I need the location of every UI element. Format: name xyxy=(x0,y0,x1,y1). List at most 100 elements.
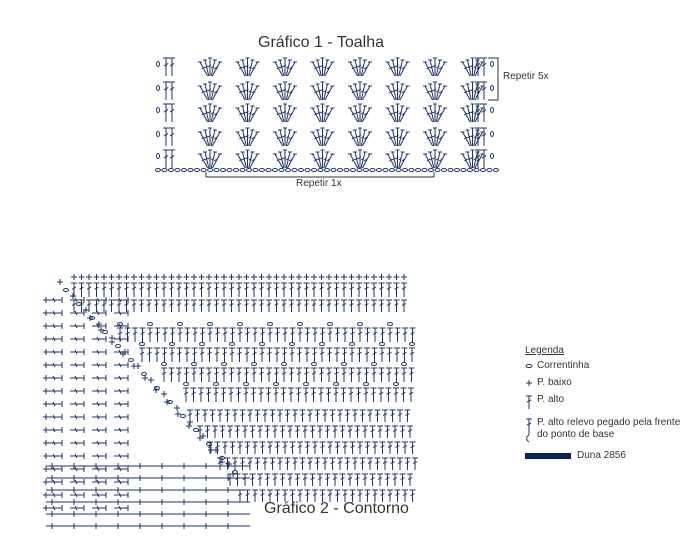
shell-stitch-symbol xyxy=(465,105,472,123)
double-crochet-symbol xyxy=(394,441,401,454)
shell-stitch-symbol xyxy=(348,85,359,101)
double-crochet-symbol xyxy=(168,282,175,297)
double-crochet-symbol xyxy=(364,347,370,362)
double-crochet-symbol xyxy=(264,473,271,486)
shell-stitch-symbol xyxy=(357,149,362,168)
chain-icon xyxy=(525,360,537,373)
shell-stitch-symbol xyxy=(353,129,360,147)
chain-symbol xyxy=(350,168,357,172)
double-crochet-symbol xyxy=(341,367,347,382)
legend-label-double-crochet: P. alto xyxy=(537,394,565,405)
double-crochet-symbol xyxy=(367,409,373,422)
horizontal-stitch-symbol xyxy=(48,336,63,342)
double-crochet-symbol xyxy=(217,409,223,422)
shell-stitch-symbol xyxy=(435,83,442,101)
double-crochet-symbol xyxy=(206,282,212,297)
double-crochet-symbol xyxy=(273,387,279,402)
single-crochet-symbol xyxy=(43,492,49,498)
double-crochet-symbol xyxy=(198,282,205,297)
double-crochet-symbol xyxy=(325,387,332,402)
double-crochet-symbol xyxy=(341,299,347,312)
double-crochet-symbol xyxy=(258,299,265,312)
shell-stitch-symbol xyxy=(245,127,250,146)
double-crochet-symbol xyxy=(401,282,407,297)
shell-stitch-symbol xyxy=(203,83,210,101)
horizontal-stitch-symbol xyxy=(70,479,85,485)
chain-symbol xyxy=(156,131,160,138)
horizontal-stitch-symbol xyxy=(92,336,107,342)
double-crochet-symbol xyxy=(309,425,316,438)
chain-symbol xyxy=(382,168,389,172)
chain-symbol xyxy=(281,362,288,366)
double-crochet-symbol xyxy=(326,347,333,362)
horizontal-stitch-symbol xyxy=(92,427,107,433)
horizontal-stitch-symbol xyxy=(48,492,63,498)
horizontal-stitch-symbol xyxy=(70,375,85,381)
double-crochet-symbol xyxy=(273,282,280,297)
chain-symbol xyxy=(89,316,96,320)
double-crochet-symbol xyxy=(288,282,295,297)
double-crochet-symbol xyxy=(393,299,400,312)
chain-symbol xyxy=(480,168,487,172)
double-crochet-symbol xyxy=(481,57,487,76)
double-crochet-symbol xyxy=(292,457,298,470)
double-crochet-symbol xyxy=(304,327,311,342)
chain-symbol xyxy=(207,322,214,326)
double-crochet-symbol xyxy=(257,425,263,438)
double-crochet-symbol xyxy=(206,367,212,382)
single-crochet-symbol xyxy=(83,307,89,313)
double-crochet-symbol xyxy=(169,57,175,76)
chain-symbol xyxy=(408,168,415,172)
shell-stitch-symbol xyxy=(203,59,210,77)
double-crochet-symbol xyxy=(169,81,175,100)
double-crochet-symbol xyxy=(384,425,391,438)
double-crochet-symbol xyxy=(312,327,318,342)
shell-stitch-symbol xyxy=(423,61,434,77)
single-crochet-symbol xyxy=(123,274,130,280)
double-crochet-symbol xyxy=(317,425,323,438)
double-crochet-symbol xyxy=(244,347,250,362)
double-crochet-symbol xyxy=(372,327,378,342)
double-crochet-symbol xyxy=(386,367,392,382)
double-crochet-symbol xyxy=(274,327,281,342)
shell-stitch-symbol xyxy=(423,131,434,147)
shell-stitch-symbol xyxy=(245,149,250,168)
double-crochet-symbol xyxy=(393,282,400,297)
double-crochet-symbol xyxy=(183,282,190,297)
shell-stitch-symbol xyxy=(273,153,284,169)
double-crochet-symbol xyxy=(236,282,242,297)
double-crochet-symbol xyxy=(394,347,400,362)
chain-symbol xyxy=(343,168,350,172)
shell-stitch-symbol xyxy=(465,151,472,169)
horizontal-stitch-symbol xyxy=(114,388,129,394)
double-crochet-symbol xyxy=(401,367,407,382)
double-crochet-symbol xyxy=(382,457,388,470)
single-crochet-symbol xyxy=(378,274,385,280)
shell-stitch-symbol xyxy=(207,149,212,168)
horizontal-stitch-symbol xyxy=(92,414,107,420)
chain-symbol xyxy=(401,362,408,366)
double-crochet-symbol xyxy=(481,103,487,122)
double-crochet-symbol xyxy=(78,282,85,297)
chain-symbol xyxy=(421,168,428,172)
shell-stitch-symbol xyxy=(235,131,246,147)
double-crochet-symbol xyxy=(364,441,371,454)
shell-stitch-symbol xyxy=(203,105,210,123)
shell-stitch-symbol xyxy=(428,105,435,123)
chain-symbol xyxy=(169,342,176,346)
double-crochet-symbol xyxy=(394,327,401,342)
horizontal-stitch-symbol xyxy=(114,427,129,433)
chain-symbol xyxy=(311,168,318,172)
shell-stitch-symbol xyxy=(435,129,442,147)
shell-stitch-symbol xyxy=(285,83,292,101)
chain-symbol xyxy=(251,362,258,366)
repeat-1x-bracket xyxy=(205,172,435,178)
single-crochet-symbol xyxy=(43,323,49,329)
double-crochet-symbol xyxy=(244,489,251,502)
horizontal-stitch-symbol xyxy=(70,492,85,498)
shell-stitch-symbol xyxy=(285,151,292,169)
double-crochet-symbol xyxy=(332,425,338,438)
shell-stitch-symbol xyxy=(361,131,372,147)
double-crochet-symbol xyxy=(213,299,220,312)
shell-stitch-symbol xyxy=(273,85,284,101)
